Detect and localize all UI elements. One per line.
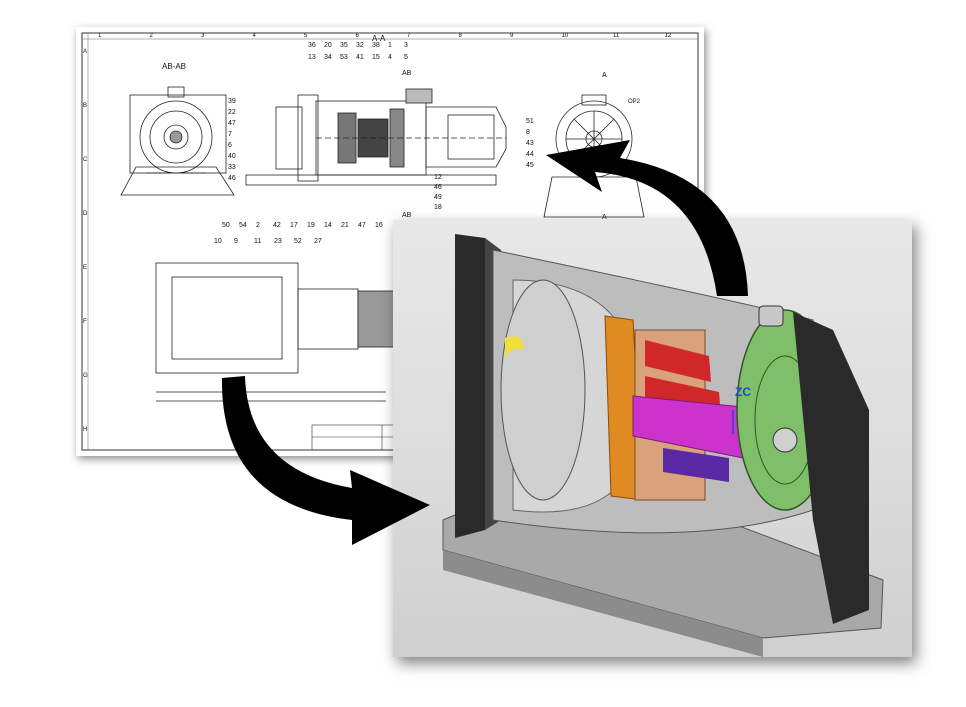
section-ab-label: AB-AB (162, 62, 186, 71)
callout-number: 11 (254, 238, 261, 245)
callout-number: 4 (388, 54, 392, 61)
base-plate-side (443, 550, 763, 657)
callout-number: 12 (434, 174, 442, 181)
violet-part (663, 448, 729, 482)
callout-number: 8 (526, 129, 530, 136)
lifting-eye (758, 305, 784, 327)
callout-number: 46 (228, 175, 236, 182)
callout-number: 42 (273, 222, 281, 229)
callout-number: 6 (228, 142, 232, 149)
row-letter-column: A B C D E F G H (83, 49, 88, 433)
callout-number: 53 (340, 54, 348, 61)
left-frame (455, 234, 485, 538)
callout-number: 54 (239, 222, 247, 229)
callout-number: 49 (434, 194, 442, 201)
row-letter: G (83, 373, 88, 379)
callout-number: 7 (228, 131, 232, 138)
column-number: 1 (98, 33, 102, 39)
callout-number: 43 (526, 140, 534, 147)
cad-render-card: ZC (393, 220, 912, 657)
column-number: 11 (613, 33, 620, 39)
callout-number: 1 (388, 42, 392, 49)
plan-view (155, 262, 395, 402)
column-number: 9 (510, 33, 514, 39)
op-label: OP2 (628, 99, 641, 105)
end-view-ab (120, 86, 235, 196)
column-number: 10 (562, 33, 569, 39)
callout-number: 27 (314, 238, 322, 245)
column-number: 4 (253, 33, 257, 39)
callout-number: 18 (434, 204, 442, 211)
callout-number: 3 (404, 42, 408, 49)
callout-number: 33 (228, 164, 236, 171)
callout-number: 50 (222, 222, 230, 229)
callout-number: 15 (372, 54, 380, 61)
callout-number: 9 (234, 238, 238, 245)
callout-number: 22 (228, 109, 236, 116)
callout-number: 52 (294, 238, 302, 245)
callout-number: 14 (324, 222, 332, 229)
callout-number: 17 (290, 222, 298, 229)
main-section-view (245, 88, 507, 186)
callout-number: 16 (375, 222, 383, 229)
column-number: 7 (407, 33, 411, 39)
cad-render-svg: ZC (442, 234, 884, 657)
column-number: 8 (459, 33, 463, 39)
section-aa-label: A-A (372, 34, 386, 43)
column-number: 5 (304, 33, 308, 39)
callout-number: 47 (228, 120, 236, 127)
view-a-marker-bottom: A (602, 214, 607, 221)
row-letter: E (83, 265, 87, 271)
shaft-end (772, 427, 798, 453)
column-number: 2 (150, 33, 154, 39)
view-ab-marker-bottom: AB (402, 212, 412, 219)
callout-number: 41 (356, 54, 364, 61)
row-letter: D (83, 211, 88, 217)
arrow-drawing-to-render (221, 376, 430, 545)
callout-number: 2 (256, 222, 260, 229)
callout-number: 19 (307, 222, 315, 229)
row-letter: H (83, 427, 87, 433)
column-number: 12 (665, 33, 672, 39)
callout-number: 38 (372, 42, 380, 49)
row-letter: B (83, 103, 87, 109)
callout-number: 21 (341, 222, 349, 229)
callout-number: 13 (308, 54, 316, 61)
callout-number: 35 (340, 42, 348, 49)
column-number: 3 (201, 33, 205, 39)
callout-number: 44 (526, 151, 534, 158)
callout-number: 51 (526, 118, 534, 125)
row-letter: C (83, 157, 88, 163)
zc-axis-label: ZC (735, 385, 751, 399)
view-ab-marker-top: AB (402, 70, 412, 77)
callout-number: 20 (324, 42, 332, 49)
callout-number: 36 (308, 42, 316, 49)
callout-number: 39 (228, 98, 236, 105)
row-letter: A (83, 49, 87, 55)
callout-number: 40 (228, 153, 236, 160)
callout-number: 47 (358, 222, 366, 229)
red-part-upper (645, 340, 711, 382)
callout-number: 5 (404, 54, 408, 61)
right-frame (793, 312, 869, 624)
view-a-marker-top: A (602, 72, 607, 79)
callout-number: 34 (324, 54, 332, 61)
callout-number: 23 (274, 238, 282, 245)
column-number: 6 (356, 33, 360, 39)
callout-number: 46 (434, 184, 442, 191)
callout-number: 10 (214, 238, 222, 245)
callout-number: 32 (356, 42, 364, 49)
row-letter: F (83, 319, 87, 325)
yellow-part (505, 336, 524, 358)
end-disc (500, 279, 586, 501)
arrow-render-to-drawing (546, 140, 748, 296)
callout-number: 45 (526, 162, 534, 169)
